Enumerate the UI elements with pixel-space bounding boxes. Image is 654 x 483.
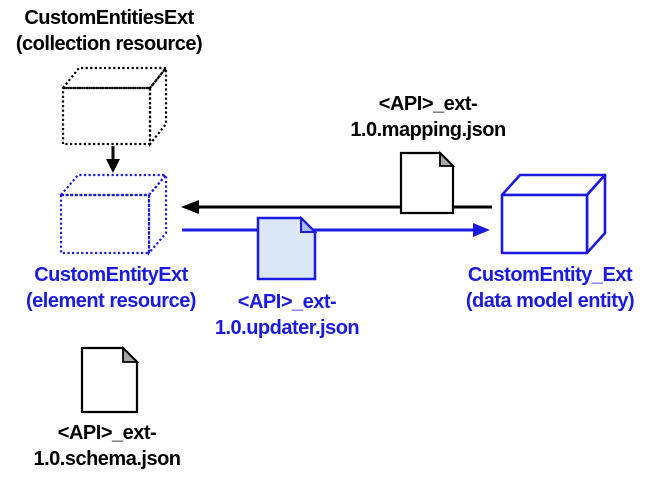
schema-file-line1: <API>_ext- xyxy=(57,422,157,444)
element-resource-label: CustomEntityExt (element resource) xyxy=(1,262,221,314)
schema-file-line2: 1.0.schema.json xyxy=(33,448,181,470)
collection-cube-icon xyxy=(60,64,169,148)
element-cube-icon xyxy=(58,172,169,256)
mapping-file-icon xyxy=(399,150,456,215)
element-subtitle: (element resource) xyxy=(26,290,196,312)
schema-file-icon xyxy=(80,345,140,414)
right-arrow xyxy=(182,223,490,237)
updater-file-line1: <API>_ext- xyxy=(237,291,337,313)
updater-file-line2: 1.0.updater.json xyxy=(214,317,360,339)
entity-label: CustomEntity_Ext (data model entity) xyxy=(444,262,654,314)
mapping-file-line1: <API>_ext- xyxy=(378,93,478,115)
element-title: CustomEntityExt xyxy=(34,264,188,286)
down-arrow xyxy=(106,146,120,173)
updater-file-icon xyxy=(256,215,318,281)
entity-subtitle: (data model entity) xyxy=(465,290,635,312)
mapping-file-label: <API>_ext- 1.0.mapping.json xyxy=(318,91,538,143)
schema-file-label: <API>_ext- 1.0.schema.json xyxy=(0,420,214,472)
entity-title: CustomEntity_Ext xyxy=(467,264,633,286)
collection-title: CustomEntitiesExt xyxy=(24,7,194,29)
mapping-file-line2: 1.0.mapping.json xyxy=(350,119,506,141)
entity-cube-icon xyxy=(500,173,607,255)
collection-resource-label: CustomEntitiesExt (collection resource) xyxy=(0,5,218,57)
collection-subtitle: (collection resource) xyxy=(15,33,203,55)
updater-file-label: <API>_ext- 1.0.updater.json xyxy=(177,289,397,341)
